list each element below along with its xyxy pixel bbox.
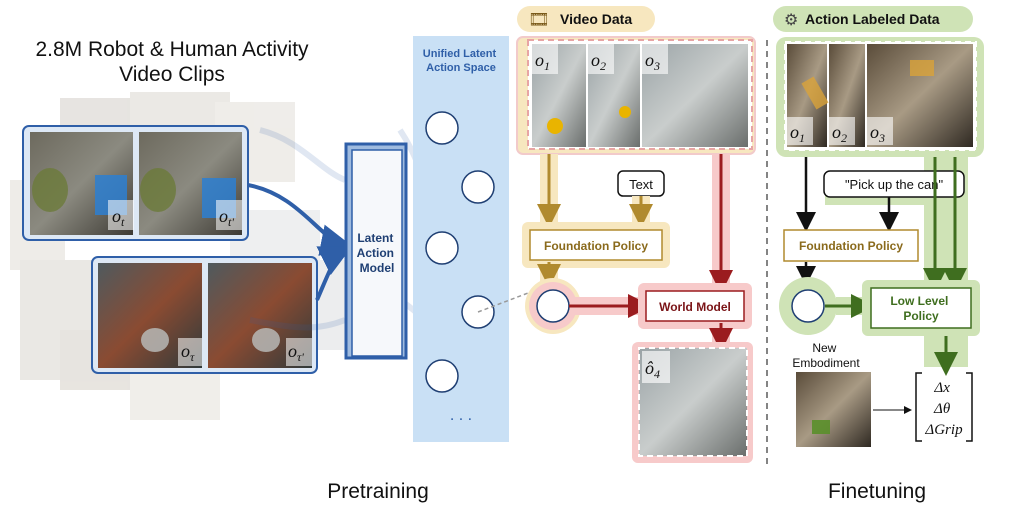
dashed-link xyxy=(477,289,537,313)
green-band-left xyxy=(825,195,965,205)
latent-tokens xyxy=(425,111,495,393)
dataset-subtitle: Video Clips xyxy=(119,63,225,86)
finetuning-label: Finetuning xyxy=(828,480,926,503)
video-o1: o1 xyxy=(535,50,550,73)
label-o-t-prime: ot' xyxy=(219,206,234,229)
video-o2: o2 xyxy=(591,50,606,73)
text-box-label: Text xyxy=(629,177,653,192)
foundation-policy xyxy=(529,229,663,261)
action-o3: o3 xyxy=(870,122,885,145)
pretraining-label: Pretraining xyxy=(327,480,429,503)
ft-latent-action xyxy=(791,289,825,323)
predicted-latent-action xyxy=(536,289,570,323)
action-o1: o1 xyxy=(790,122,805,145)
predicted-o4: ô4 xyxy=(645,358,660,381)
latent-ellipsis: . . . xyxy=(450,407,472,424)
video-data-icon: 🎞 xyxy=(528,10,550,29)
action-title-bg xyxy=(773,6,973,32)
instruction-box xyxy=(823,170,965,198)
label-o-t: ot xyxy=(112,206,125,229)
matrix-bracket-right xyxy=(966,372,973,442)
robot-arm-icon: ⚙ xyxy=(784,12,798,29)
video-o3: o3 xyxy=(645,50,660,73)
predicted-frame xyxy=(638,347,748,457)
label-o-tau: oτ xyxy=(181,341,195,364)
latent-token xyxy=(425,111,459,145)
ft-foundation-policy xyxy=(783,229,919,262)
new-embodiment-image xyxy=(796,372,871,447)
latent-token xyxy=(425,231,459,265)
dataset-title: 2.8M Robot & Human Activity xyxy=(35,38,309,61)
action-title: Action Labeled Data xyxy=(805,11,940,27)
low-level-policy-label: Low Level Policy xyxy=(890,294,951,323)
matrix-bracket-left xyxy=(915,372,922,442)
world-model-label: World Model xyxy=(659,300,731,314)
latent-token xyxy=(461,170,495,204)
video-data-title: Video Data xyxy=(560,11,632,27)
foundation-policy-label: Foundation Policy xyxy=(544,239,648,253)
arrow-pair2-to-lam xyxy=(315,246,353,301)
new-embodiment-label: New Embodiment xyxy=(792,341,860,370)
world-model xyxy=(645,290,745,322)
latent-action-model xyxy=(351,149,403,357)
ft-foundation-policy-label: Foundation Policy xyxy=(799,239,903,253)
action-o2: o2 xyxy=(832,122,847,145)
low-level-policy xyxy=(870,287,972,329)
latent-token xyxy=(425,359,459,393)
instruction-label: "Pick up the can" xyxy=(845,177,944,192)
video-data-title-bg xyxy=(517,6,655,32)
arrow-pair1-to-lam xyxy=(247,183,353,256)
latent-space-label: Unified Latent Action Space xyxy=(423,48,499,74)
action-vector: Δx Δθ ΔGrip xyxy=(924,380,963,438)
label-o-tau-prime: oτ' xyxy=(288,341,304,364)
lam-label: Latent Action Model xyxy=(357,231,398,275)
